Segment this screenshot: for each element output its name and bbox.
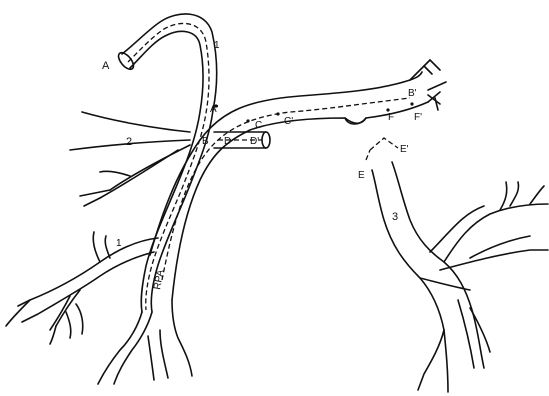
label-c-prime: C' — [284, 116, 293, 127]
right-branch-fan — [410, 60, 446, 110]
label-1-lower: 1 — [116, 238, 122, 249]
label-1-top: 1 — [214, 40, 220, 51]
marker-f-prime — [410, 102, 413, 105]
label-f-prime: F' — [414, 112, 422, 123]
right-vessel-3 — [372, 162, 548, 392]
main-pulmonary-artery — [150, 72, 428, 300]
rpa-trunk-branches — [98, 300, 192, 384]
label-b-prime: B' — [408, 88, 417, 99]
label-c: C — [255, 120, 262, 131]
marker-c-prime — [276, 112, 279, 115]
label-e: E — [358, 170, 365, 181]
label-b: B — [202, 136, 209, 147]
label-f: F — [388, 112, 394, 123]
label-d-prime: D' — [250, 136, 259, 147]
label-a: A — [102, 60, 110, 72]
label-rpa: RPA — [152, 269, 166, 291]
marker-c — [246, 119, 249, 122]
label-2: 2 — [126, 136, 132, 148]
label-e-prime: E' — [400, 144, 409, 155]
label-d: D — [224, 136, 231, 147]
upper-catheter-vessel — [116, 14, 217, 312]
label-a-prime: A' — [210, 104, 219, 115]
e-marker — [366, 138, 398, 160]
lower-left-branches — [6, 232, 158, 344]
label-3: 3 — [392, 211, 398, 223]
